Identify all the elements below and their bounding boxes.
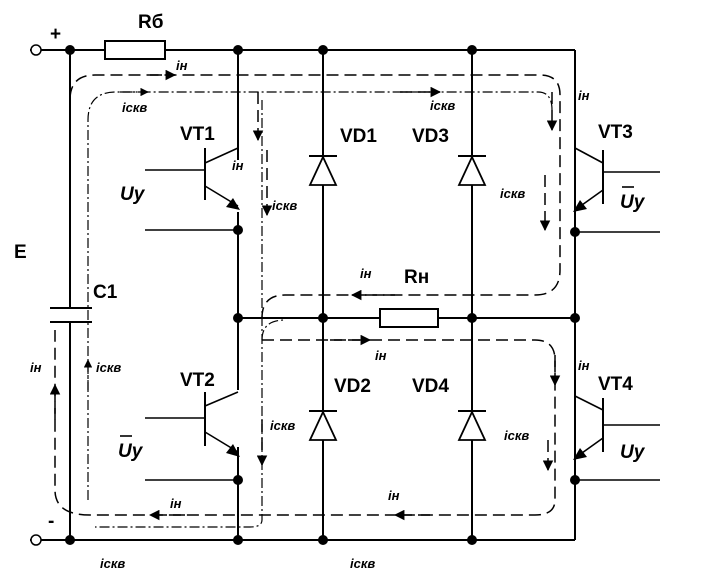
vt1-label: VT1 (180, 124, 215, 145)
uy-label-vt4: Uy (620, 442, 646, 463)
uy-bar-label-vt3: Uy (620, 192, 646, 213)
vd1-label: VD1 (340, 126, 377, 147)
c1-capacitor (50, 307, 92, 323)
current-label-short: iскв (500, 186, 525, 201)
vd3-label: VD3 (412, 126, 449, 147)
vd2-label: VD2 (334, 376, 371, 397)
vd4-diode (457, 409, 487, 441)
current-label-short: iскв (350, 556, 375, 571)
current-label-short: iскв (96, 360, 121, 375)
vd3-diode (457, 154, 487, 186)
current-label-load: iн (170, 496, 182, 511)
minus-label: - (48, 511, 54, 532)
component-labels: + - Rб E C1 VT1 VT2 VT3 VT4 VD1 VD3 VD2 … (14, 12, 646, 532)
uy-label-vt1: Uy (120, 184, 146, 205)
plus-terminal (30, 44, 42, 56)
current-label-short: iскв (504, 428, 529, 443)
current-label-short: iскв (100, 556, 125, 571)
current-label-load: iн (578, 358, 590, 373)
vt4-label: VT4 (598, 374, 633, 395)
plus-label: + (50, 24, 61, 45)
vt4-transistor (573, 395, 660, 460)
current-label-load: iн (360, 266, 372, 281)
rb-label: Rб (138, 12, 163, 33)
rn-label: Rн (404, 267, 429, 288)
e-label: E (14, 242, 27, 263)
vd1-diode (308, 154, 338, 186)
vt3-label: VT3 (598, 122, 633, 143)
current-labels: iн iскв iн iскв iскв iн iскв iн iн iн iн… (30, 58, 590, 571)
c1-label: C1 (93, 282, 118, 303)
vt3-transistor (573, 147, 660, 212)
current-label-load: iн (375, 348, 387, 363)
rb-resistor (104, 40, 166, 60)
vd2-diode (308, 409, 338, 441)
rn-resistor (379, 308, 439, 328)
current-label-load: iн (176, 58, 188, 73)
short-current-path (83, 87, 553, 528)
current-label-short: iскв (122, 100, 147, 115)
current-label-short: iскв (270, 418, 295, 433)
current-label-load: iн (30, 360, 42, 375)
vd4-label: VD4 (412, 376, 449, 397)
junction-dots (65, 45, 580, 545)
current-label-load: iн (578, 88, 590, 103)
current-label-short: iскв (272, 198, 297, 213)
current-label-load: iн (232, 158, 244, 173)
uy-bar-label-vt2: Uy (118, 441, 144, 462)
vt1-transistor (145, 147, 240, 210)
vt2-transistor (145, 391, 240, 457)
vt2-label: VT2 (180, 370, 215, 391)
minus-terminal (30, 534, 42, 546)
load-current-path-bottom (49, 319, 561, 521)
current-label-short: iскв (430, 98, 455, 113)
current-label-load: iн (388, 488, 400, 503)
